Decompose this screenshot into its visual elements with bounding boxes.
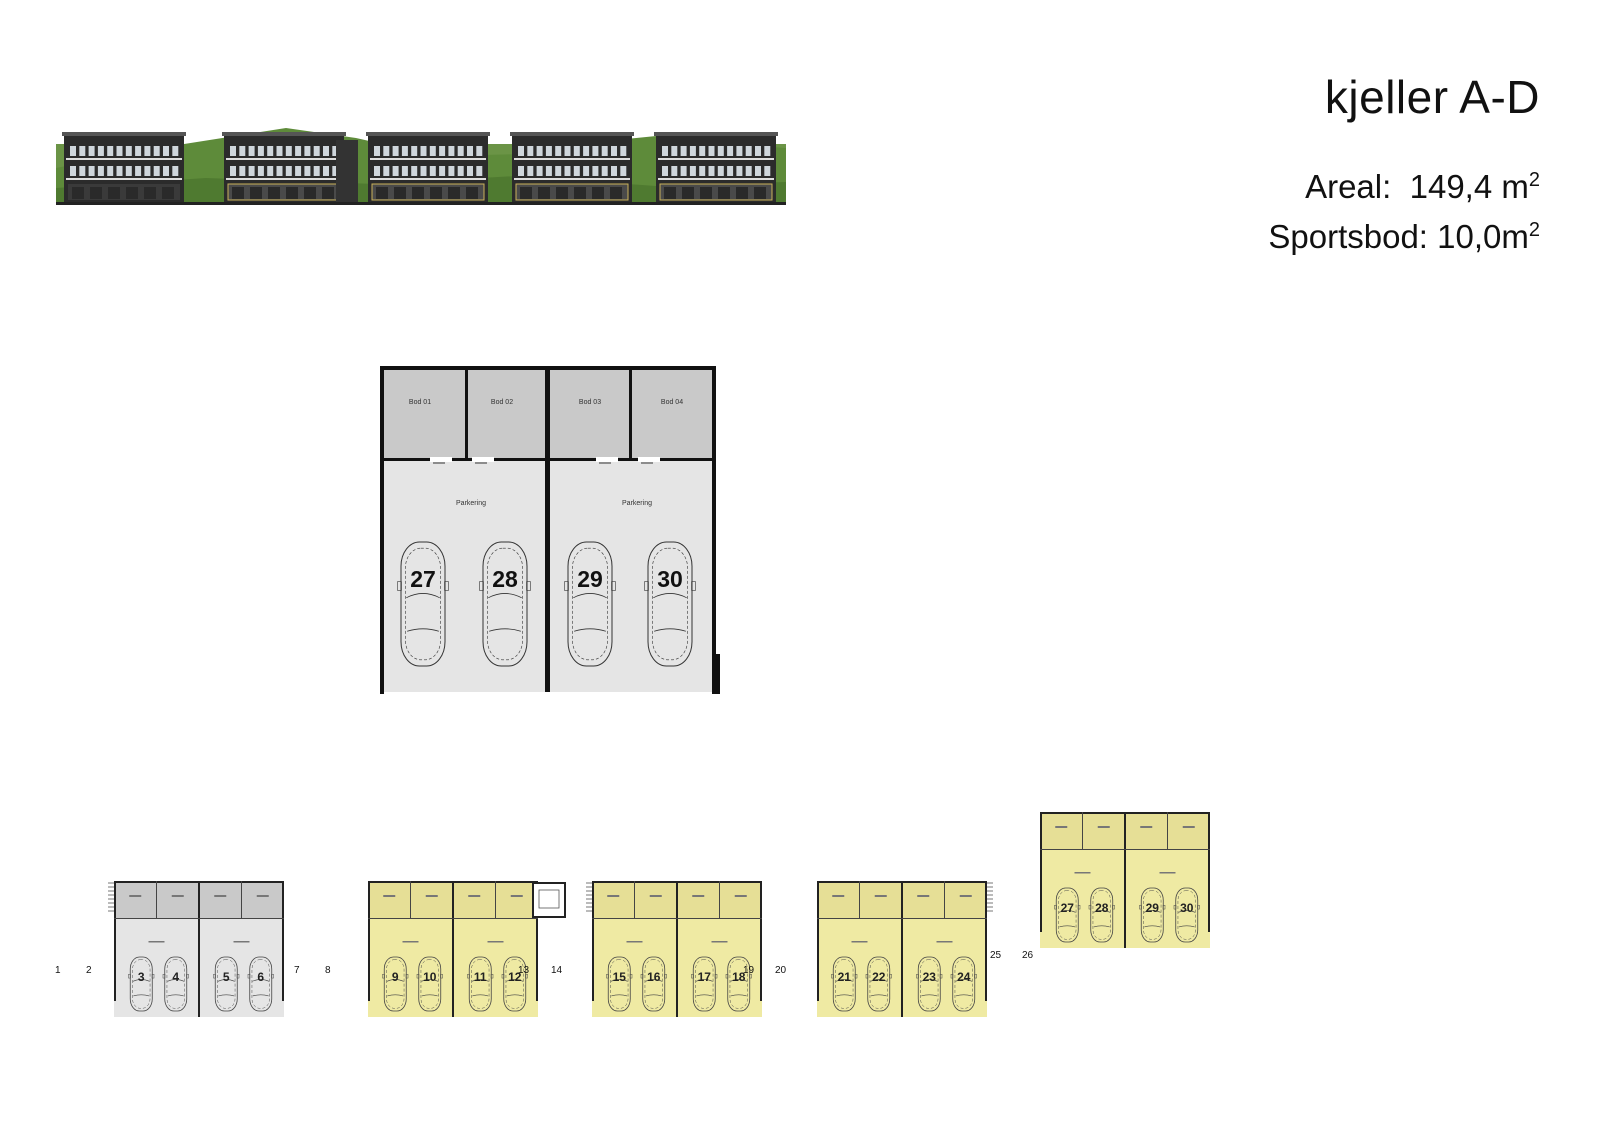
elevation-building <box>654 132 778 202</box>
outer-parking-number: 20 <box>775 965 787 976</box>
overview-space-number: 3 <box>138 970 145 984</box>
car-outline <box>640 956 667 1012</box>
area-unit-sup: 2 <box>1528 169 1540 191</box>
overview-space-number: 30 <box>1180 901 1194 915</box>
sportsbod-unit-sup: 2 <box>1528 219 1540 241</box>
overview-space-number: 6 <box>257 970 264 984</box>
car-outline <box>1088 887 1115 943</box>
overview-space-number: 15 <box>613 970 627 984</box>
overview-space-number: 5 <box>223 970 230 984</box>
elevation-building <box>510 132 634 202</box>
overview-space-number: 11 <box>474 970 487 984</box>
sportsbod-spec: Sportsbod: 10,0m2 <box>1268 218 1540 256</box>
area-label: Areal: <box>1305 168 1392 205</box>
outer-parking-number: 25 <box>990 950 1002 961</box>
car-outline <box>865 956 892 1012</box>
stair-hatch <box>586 882 592 912</box>
car-outline <box>213 956 240 1012</box>
area-value: 149,4 m <box>1409 168 1529 205</box>
outer-parking-number: 26 <box>1022 950 1034 961</box>
overview-space-number: 29 <box>1146 901 1160 915</box>
overview-space-number: 9 <box>392 970 399 984</box>
parking-area-label: Parkering <box>622 500 652 507</box>
overview-space-number: 21 <box>838 970 852 984</box>
outer-parking-number: 2 <box>86 965 92 976</box>
outer-parking-number: 19 <box>743 965 755 976</box>
sportsbod-value: 10,0m <box>1437 218 1529 255</box>
parking-space-number: 28 <box>492 566 518 592</box>
car-outline <box>916 956 943 1012</box>
car-outline <box>397 541 449 667</box>
outer-parking-number: 13 <box>518 965 530 976</box>
sportsbod-label: Sportsbod: <box>1268 218 1428 255</box>
technical-room <box>532 882 566 918</box>
stair-tower <box>336 140 358 202</box>
car-outline <box>382 956 409 1012</box>
page-title: kjeller A-D <box>1324 71 1540 123</box>
basement-block: 15 16 17 18 <box>586 881 762 1017</box>
outer-parking-number: 8 <box>325 965 331 976</box>
stair-hatch <box>108 882 114 912</box>
car-outline <box>1054 887 1081 943</box>
car-outline <box>950 956 977 1012</box>
outer-parking-number: 7 <box>294 965 300 976</box>
car-outline <box>247 956 274 1012</box>
overview-space-number: 18 <box>732 970 746 984</box>
car-outline <box>606 956 633 1012</box>
car-outline <box>564 541 616 667</box>
outer-parking-number: 14 <box>551 965 563 976</box>
car-outline <box>128 956 155 1012</box>
storage-room-label: Bod 02 <box>491 399 513 406</box>
car-outline <box>162 956 189 1012</box>
car-outline <box>691 956 718 1012</box>
car-outline <box>1139 887 1166 943</box>
car-outline <box>1173 887 1200 943</box>
elevation-building <box>222 132 346 202</box>
parking-space-number: 30 <box>657 566 683 592</box>
storage-room-label: Bod 01 <box>409 399 431 406</box>
main-basement-plan: Bod 01 Bod 02 Bod 03 Bod 04 Parkering Parkeri… <box>380 366 720 694</box>
car-outline <box>416 956 443 1012</box>
overview-space-number: 24 <box>957 970 971 984</box>
storage-room-label: Bod 03 <box>579 399 601 406</box>
basement-block: 21 22 23 24 <box>817 881 993 1017</box>
building-elevation-image <box>56 128 786 205</box>
overview-space-number: 28 <box>1095 901 1109 915</box>
overview-space-number: 12 <box>508 970 522 984</box>
car-outline <box>831 956 858 1012</box>
overview-space-number: 10 <box>423 970 437 984</box>
storage-room-label: Bod 04 <box>661 399 683 406</box>
basement-block: 27 28 29 30 <box>1040 812 1210 948</box>
overview-space-number: 27 <box>1061 901 1075 915</box>
overview-space-number: 16 <box>647 970 661 984</box>
car-outline <box>725 956 752 1012</box>
parking-space-number: 29 <box>577 566 603 592</box>
elevation-building <box>366 132 490 202</box>
outer-parking-number: 1 <box>55 965 61 976</box>
overview-space-number: 17 <box>698 970 712 984</box>
car-outline <box>479 541 531 667</box>
car-outline <box>467 956 494 1012</box>
car-outline <box>644 541 696 667</box>
overview-space-number: 4 <box>172 970 179 984</box>
basement-block: 3 4 5 6 <box>108 881 284 1017</box>
overview-space-number: 23 <box>923 970 937 984</box>
area-spec: Areal: 149,4 m2 <box>1305 168 1540 206</box>
stair-hatch <box>987 882 993 912</box>
parking-space-number: 27 <box>410 566 436 592</box>
overview-space-number: 22 <box>872 970 886 984</box>
elevation-building <box>62 132 186 202</box>
parking-area-label: Parkering <box>456 500 486 507</box>
basement-block: 9 10 11 12 <box>368 881 538 1017</box>
car-outline <box>501 956 528 1012</box>
